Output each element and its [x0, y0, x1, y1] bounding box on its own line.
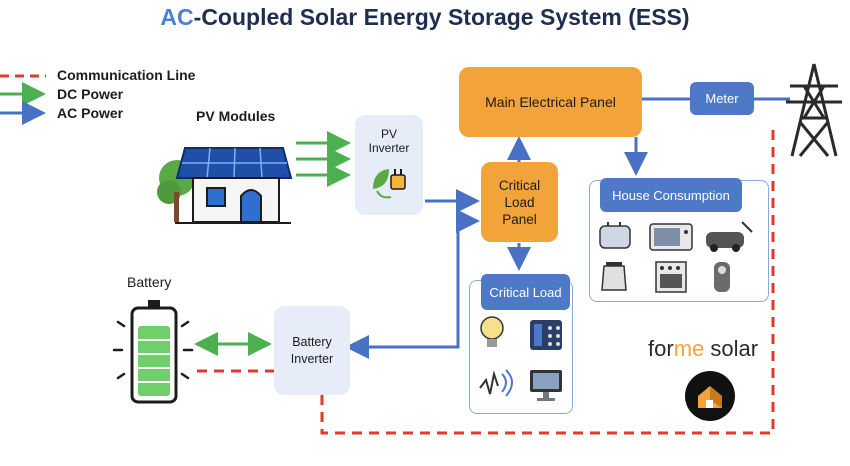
battery-icon	[112, 300, 194, 404]
main-electrical-panel-box[interactable]: Main Electrical Panel	[459, 67, 642, 137]
battery-label: Battery	[127, 274, 172, 290]
battery-inverter-label: Battery Inverter	[290, 334, 334, 366]
critical-load-header: Critical Load	[481, 274, 570, 310]
ac-batinv-to-clp	[356, 209, 480, 349]
wifi-router-icon	[479, 369, 513, 397]
critical-load-panel-box[interactable]: Critical Load Panel	[481, 162, 558, 242]
electric-car-icon	[706, 221, 753, 252]
meter-label: Meter	[705, 91, 739, 106]
legend-comm-label: Communication Line	[57, 67, 196, 83]
kettle-icon	[601, 262, 627, 291]
house-consumption-header: House Consumption	[600, 178, 742, 212]
main-electrical-panel-label: Main Electrical Panel	[485, 94, 616, 110]
legend-dc-label: DC Power	[57, 86, 124, 102]
diagram-title: AC-Coupled Solar Energy Storage System (…	[0, 4, 850, 31]
critical-load-panel-label: Critical Load Panel	[498, 177, 541, 227]
critical-appliances-icons	[479, 316, 562, 401]
title-rest: -Coupled Solar Energy Storage System (ES…	[193, 4, 690, 30]
eco-plug-icon	[373, 169, 406, 199]
transmission-tower-icon	[786, 63, 842, 157]
house-appliances-icons	[599, 221, 753, 293]
brand-logo-icon	[685, 371, 735, 421]
pv-inverter-label: PV Inverter	[368, 127, 410, 155]
house-consumption-label: House Consumption	[612, 187, 730, 203]
pv-inverter-box[interactable]: PV Inverter	[355, 115, 423, 215]
legend-ac-label: AC Power	[57, 105, 124, 121]
pv-modules-label: PV Modules	[196, 108, 276, 124]
stove-icon	[655, 261, 687, 293]
pv-house-icon	[157, 147, 293, 224]
toaster-icon	[599, 222, 631, 249]
brand-post: solar	[704, 336, 759, 361]
microwave-icon	[649, 223, 693, 251]
battery-inverter-box[interactable]: Battery Inverter	[274, 306, 350, 395]
communication-line-main	[320, 125, 775, 435]
security-panel-icon	[530, 320, 562, 350]
shaver-icon	[714, 262, 730, 292]
critical-load-label: Critical Load	[489, 284, 562, 300]
brand-logo-text: forme solar	[648, 336, 758, 362]
meter-box[interactable]: Meter	[690, 82, 754, 115]
monitor-icon	[530, 370, 562, 401]
title-accent: AC	[160, 4, 194, 30]
brand-mid: me	[673, 336, 705, 361]
brand-pre: for	[648, 336, 674, 361]
light-bulb-icon	[480, 316, 504, 347]
